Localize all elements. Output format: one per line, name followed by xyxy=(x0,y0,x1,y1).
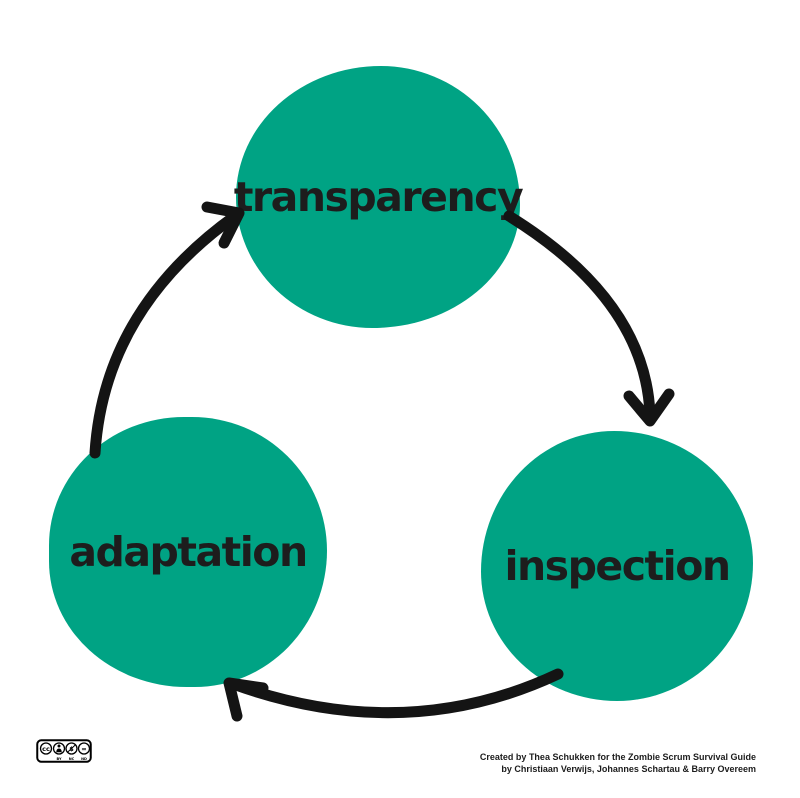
node-transparency-label: transparency xyxy=(233,173,524,221)
cc-nd-icon: = xyxy=(77,742,91,755)
attribution-line-2: by Christiaan Verwijs, Johannes Schartau… xyxy=(501,763,756,774)
node-adaptation: adaptation xyxy=(49,417,327,687)
arrow-transparency-to-inspection xyxy=(503,210,656,420)
svg-text:$: $ xyxy=(69,745,74,753)
cc-by-icon xyxy=(52,742,66,755)
node-transparency: transparency xyxy=(233,66,524,328)
cc-logo-icon: cc xyxy=(39,742,53,755)
arrow-inspection-to-adaptation xyxy=(227,668,564,719)
attribution: Created by Thea Schukken for the Zombie … xyxy=(480,752,756,775)
arrowhead-inspection-to-adaptation-icon xyxy=(223,677,269,722)
cc-nc-icon: $ xyxy=(65,742,78,755)
node-inspection: inspection xyxy=(481,431,753,701)
arrowhead-transparency-to-inspection-icon xyxy=(623,388,675,427)
node-adaptation-label: adaptation xyxy=(69,528,308,576)
cc-license-badge: cc $ = BY NC ND xyxy=(36,739,92,768)
attribution-line-1: Created by Thea Schukken for the Zombie … xyxy=(479,752,756,762)
cc-nc-label: NC xyxy=(69,757,75,761)
svg-text:cc: cc xyxy=(42,745,50,753)
node-inspection-label: inspection xyxy=(504,542,731,590)
svg-text:=: = xyxy=(81,745,86,753)
cc-by-nc-nd-badge-icon: cc $ = BY NC ND xyxy=(36,739,92,763)
cc-by-label: BY xyxy=(56,757,61,761)
cc-nd-label: ND xyxy=(81,757,87,761)
